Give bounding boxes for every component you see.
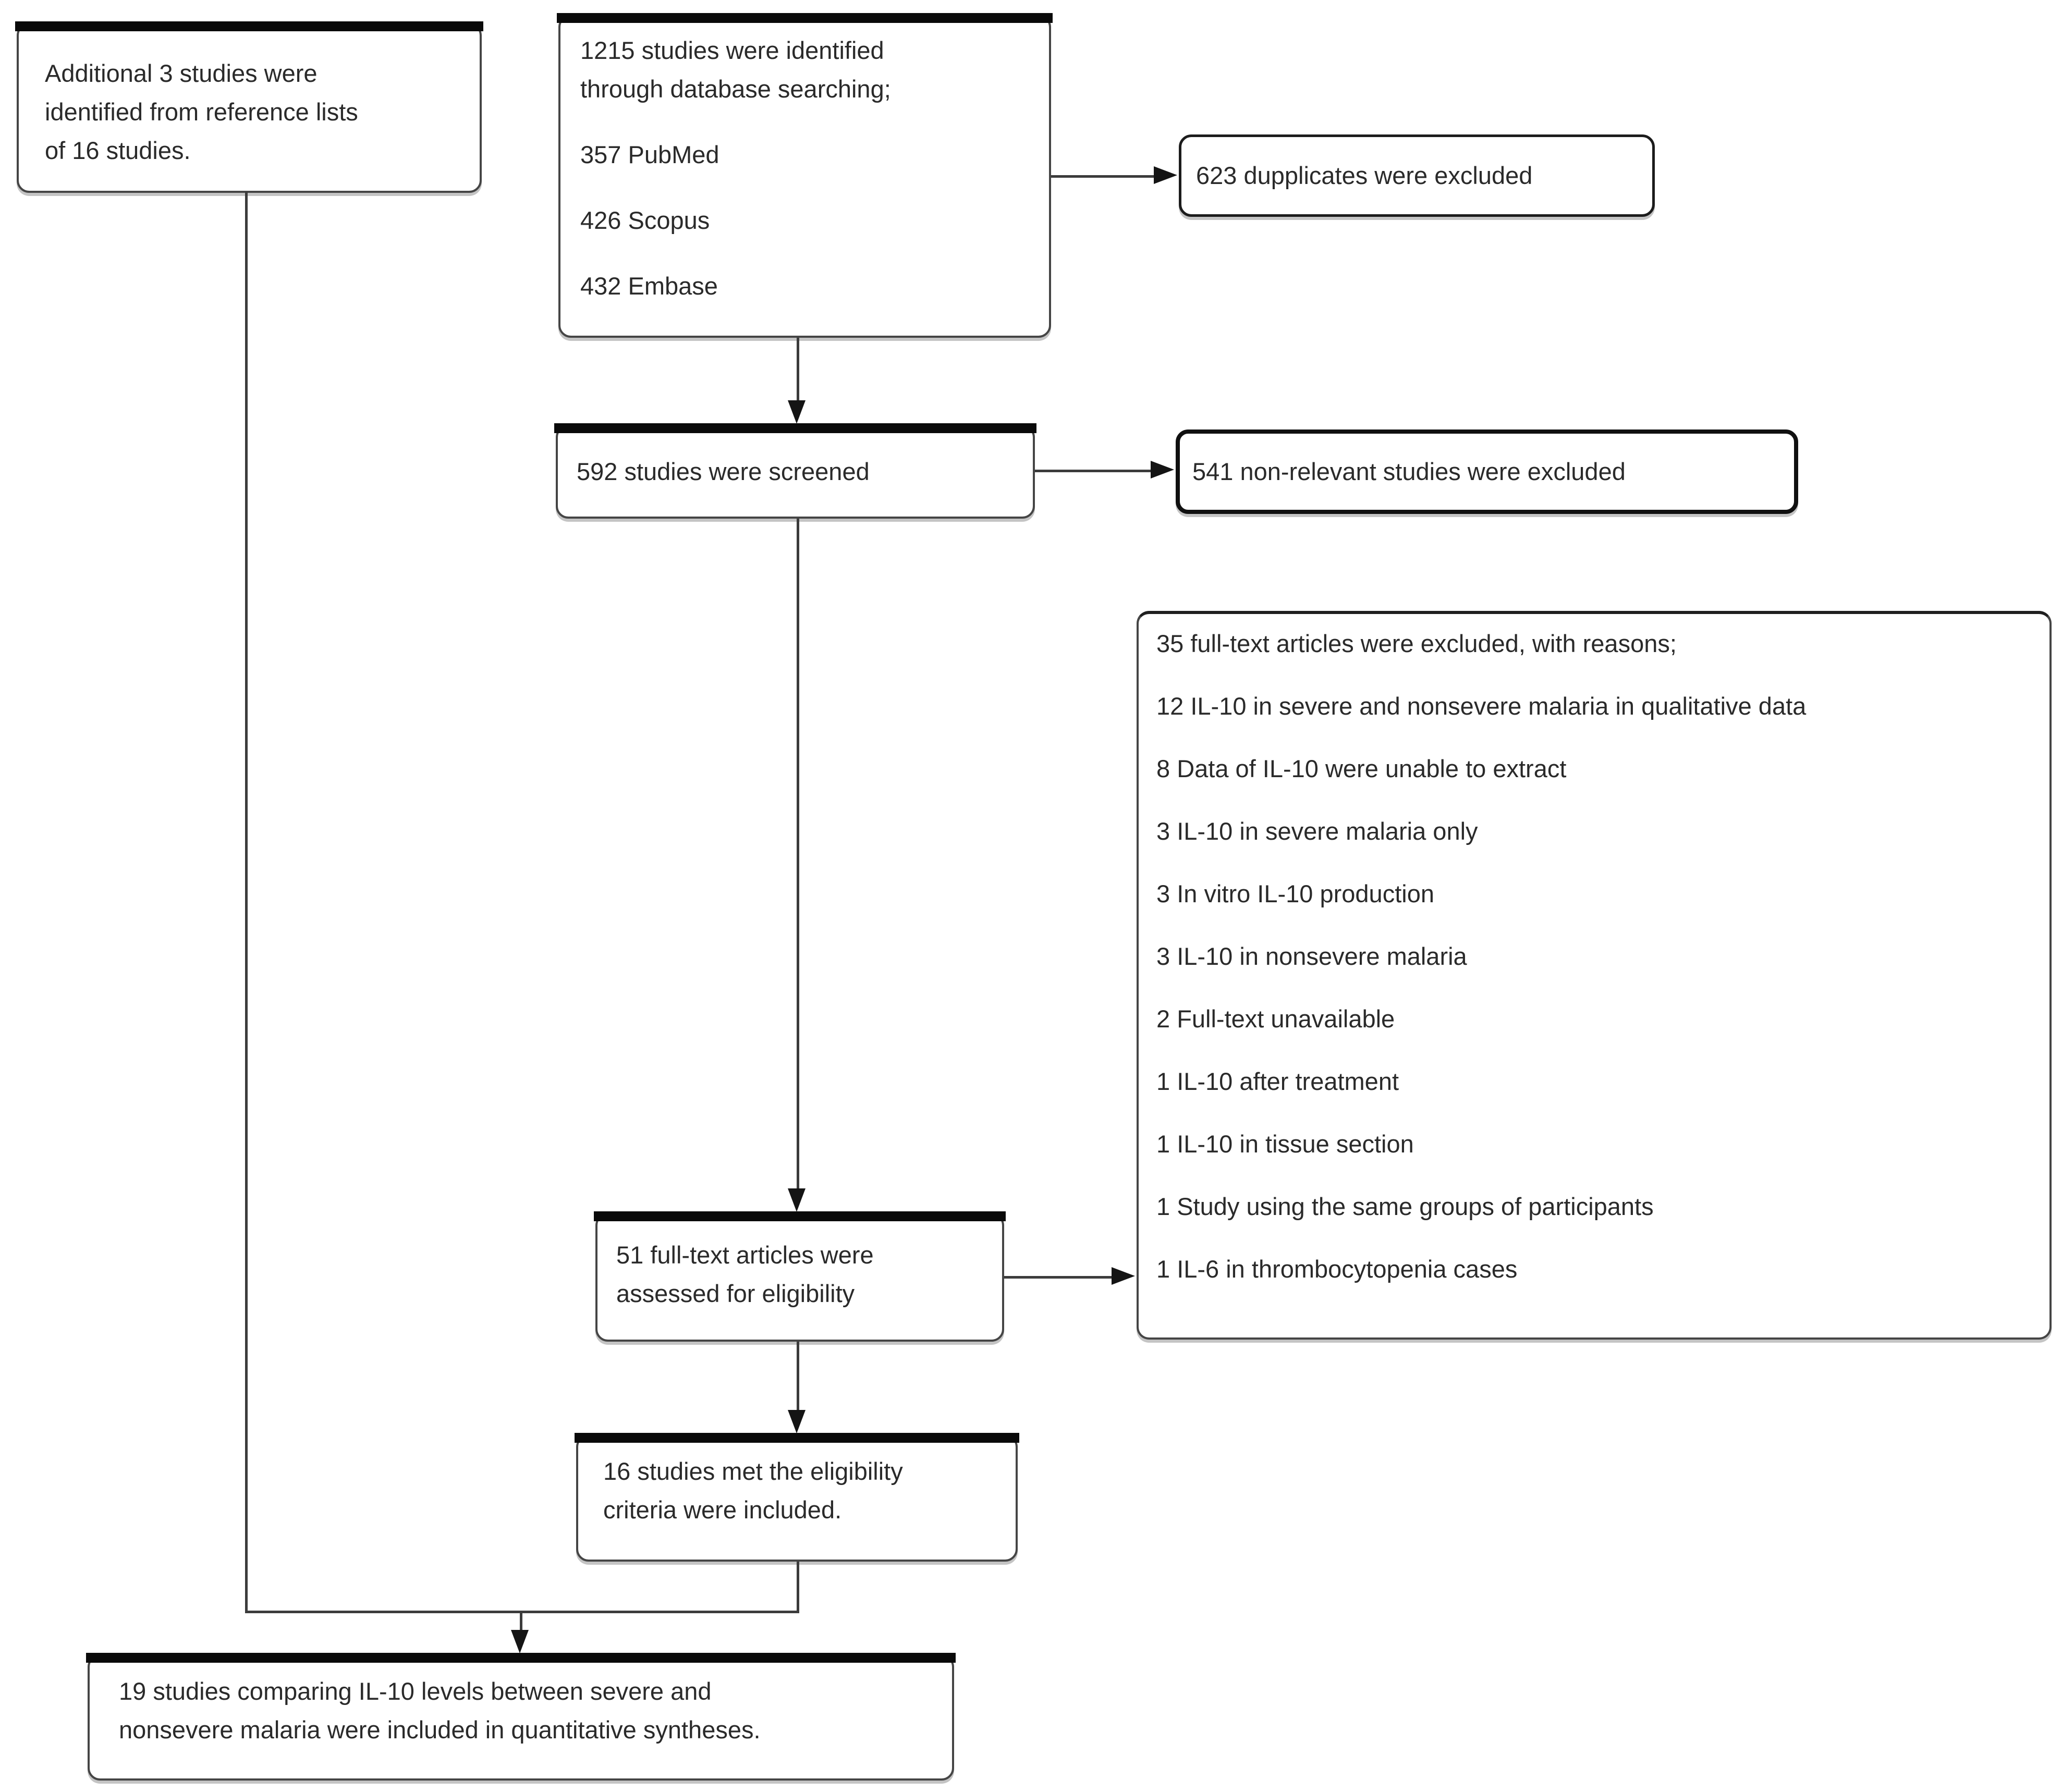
connector-screened-to-assessed: [797, 519, 799, 1190]
connector-identified-to-duplicates: [1051, 175, 1156, 178]
fulltext-excluded-line: 1 Study using the same groups of partici…: [1156, 1193, 1654, 1220]
arrowhead-down-icon: [788, 1188, 806, 1212]
box-nonrelevant-excluded: 541 non-relevant studies were excluded: [1176, 429, 1798, 514]
fulltext-excluded-line: 1 IL-6 in thrombocytopenia cases: [1156, 1255, 1518, 1283]
connector-assessed-to-excluded: [1004, 1276, 1114, 1279]
box-studies-identified: 1215 studies were identified through dat…: [557, 13, 1053, 338]
fulltext-excluded-line: 35 full-text articles were excluded, wit…: [1156, 630, 1677, 657]
fulltext-excluded-line: 1 IL-10 after treatment: [1156, 1067, 1399, 1095]
quantitative-synthesis-text: 19 studies comparing IL-10 levels betwee…: [119, 1677, 761, 1744]
connector-merge-to-synthesis: [520, 1611, 522, 1632]
studies-screened-text: 592 studies were screened: [577, 458, 870, 485]
box-quantitative-synthesis: 19 studies comparing IL-10 levels betwee…: [86, 1653, 956, 1781]
fulltext-assessed-text: 51 full-text articles were assessed for …: [616, 1241, 874, 1307]
arrowhead-right-icon: [1151, 461, 1174, 478]
box-fulltext-assessed: 51 full-text articles were assessed for …: [594, 1211, 1006, 1342]
arrowhead-down-icon: [511, 1630, 529, 1653]
connector-assessed-to-eligibility: [797, 1342, 799, 1412]
identified-embase-text: 432 Embase: [580, 272, 718, 300]
duplicates-excluded-text: 623 dupplicates were excluded: [1196, 162, 1533, 189]
fulltext-excluded-line: 3 In vitro IL-10 production: [1156, 880, 1434, 907]
arrowhead-right-icon: [1112, 1267, 1135, 1285]
eligibility-met-text: 16 studies met the eligibility criteria …: [603, 1457, 903, 1524]
connector-reference-studies-down: [245, 192, 248, 1613]
fulltext-excluded-line: 8 Data of IL-10 were unable to extract: [1156, 755, 1567, 782]
fulltext-excluded-line: 3 IL-10 in severe malaria only: [1156, 817, 1478, 845]
fulltext-excluded-line: 12 IL-10 in severe and nonsevere malaria…: [1156, 692, 1807, 720]
box-eligibility-met: 16 studies met the eligibility criteria …: [575, 1433, 1019, 1562]
fulltext-excluded-line: 3 IL-10 in nonsevere malaria: [1156, 942, 1467, 970]
connector-identified-to-screened: [797, 338, 799, 402]
identified-scopus-text: 426 Scopus: [580, 206, 710, 234]
fulltext-excluded-line: 2 Full-text unavailable: [1156, 1005, 1395, 1033]
identified-pubmed-text: 357 PubMed: [580, 141, 719, 168]
connector-screened-to-nonrelevant: [1035, 470, 1153, 472]
arrowhead-down-icon: [788, 400, 806, 424]
identified-total-text: 1215 studies were identified through dat…: [580, 36, 891, 103]
box-reference-studies: Additional 3 studies were identified fro…: [15, 21, 483, 193]
box-fulltext-excluded-reasons: 35 full-text articles were excluded, wit…: [1137, 611, 2052, 1340]
arrowhead-down-icon: [788, 1410, 806, 1433]
reference-studies-text: Additional 3 studies were identified fro…: [45, 59, 358, 164]
fulltext-excluded-line: 1 IL-10 in tissue section: [1156, 1130, 1414, 1158]
arrowhead-right-icon: [1154, 166, 1177, 184]
nonrelevant-excluded-text: 541 non-relevant studies were excluded: [1192, 458, 1626, 485]
connector-eligibility-down: [797, 1562, 799, 1613]
box-studies-screened: 592 studies were screened: [554, 423, 1036, 519]
box-duplicates-excluded: 623 dupplicates were excluded: [1179, 134, 1655, 217]
